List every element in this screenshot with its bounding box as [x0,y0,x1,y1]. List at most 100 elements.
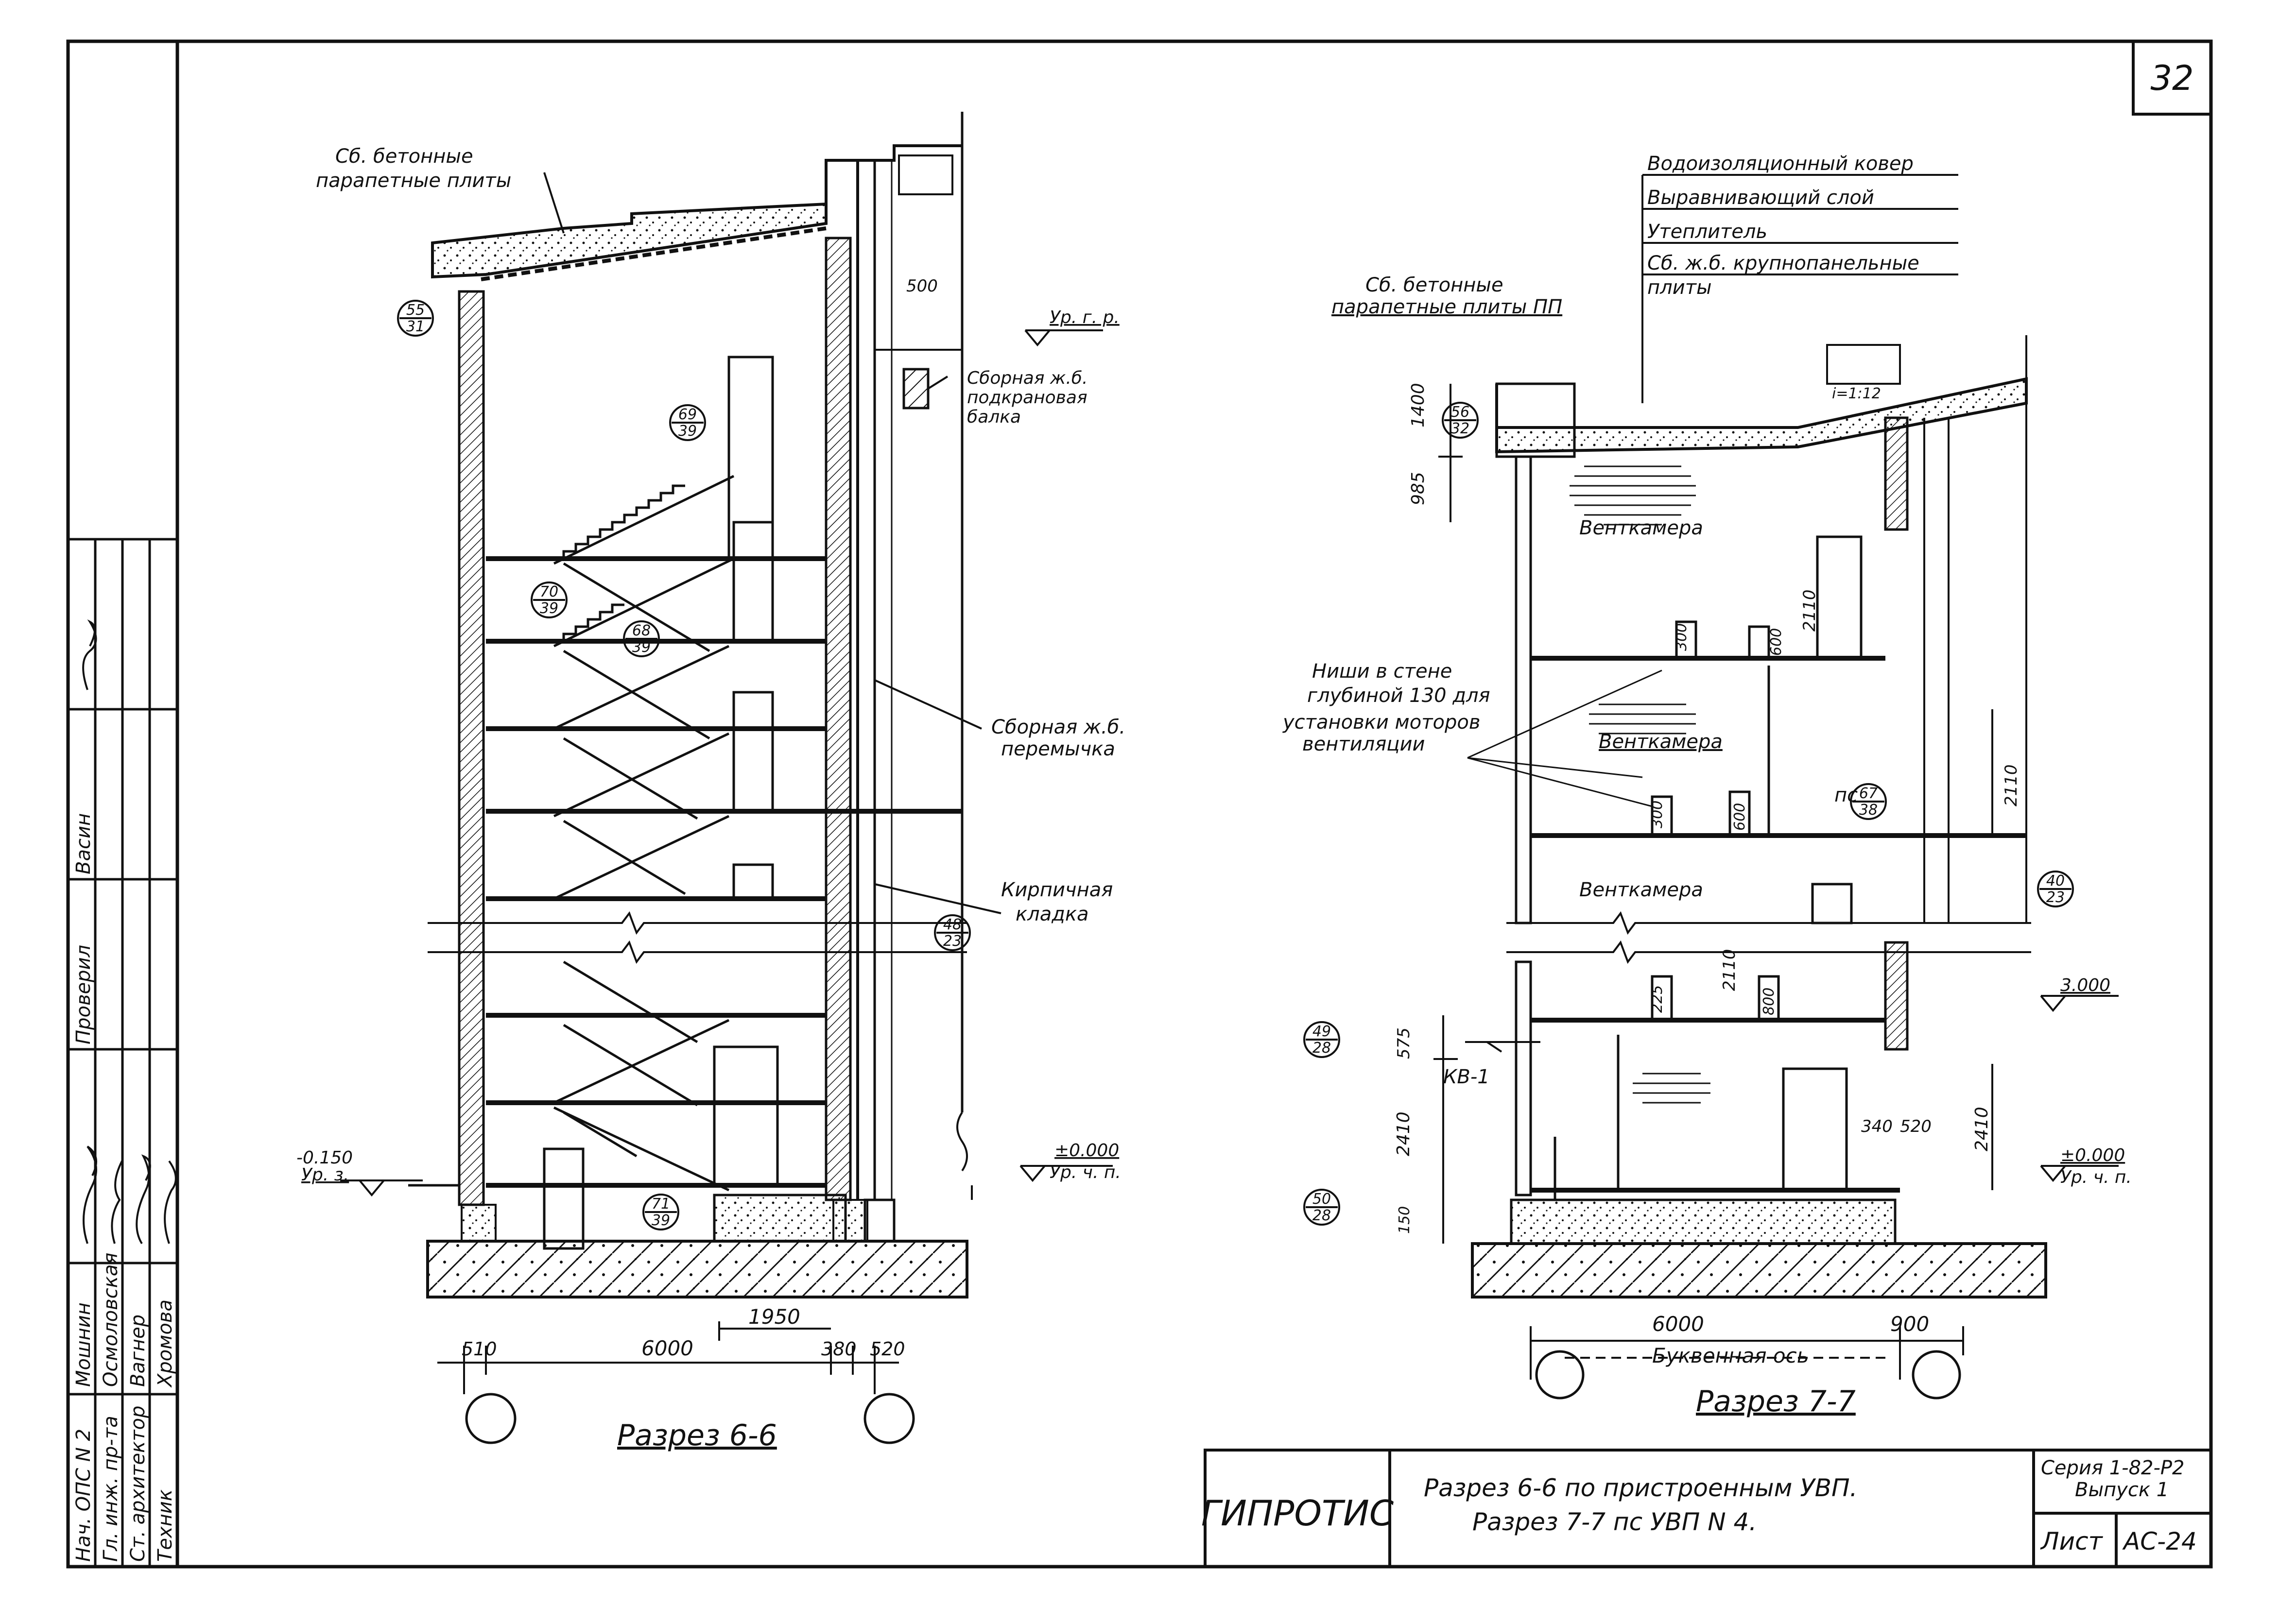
stamp-checked-name: Васин [72,813,95,874]
axis-bubble-right-1 [1535,1350,1585,1400]
title-block [1204,1449,2212,1568]
stamp-role-1: Нач. ОПС N 2 [72,1429,95,1562]
ref-48-bottom: 23 [943,933,962,950]
foundation-7-7 [1471,1242,2047,1298]
sheet-title-line-2: Разрез 7-7 пс УВП N 4. [1472,1508,1757,1536]
dim-500-6-6: 500 [906,276,938,296]
right-wall-6-6 [825,237,852,1201]
label-level-3000: 3.000 [2060,975,2110,995]
roof-layer-5: плиты [1647,276,1712,299]
label-niche-2: глубиной 130 для [1307,684,1490,707]
ref-55-top: 55 [406,302,425,319]
right-wall-7-7 [1884,416,1909,531]
left-wall-6-6 [458,290,485,1206]
label-slope: i=1:12 [1832,385,1881,402]
signature-3 [136,1154,151,1245]
dim-6000-6-6: 6000 [641,1336,693,1360]
axis-bubble-right-2 [1912,1350,1961,1400]
stamp-checked-label: Проверил [72,945,95,1044]
ref-40-bottom: 23 [2046,889,2065,906]
label-crane-beam-2: подкрановая [967,388,1088,408]
ref-49-top: 49 [1312,1023,1331,1040]
label-lintel-1: Сборная ж.б. [991,716,1125,738]
sheet-frame [66,39,2213,1569]
label-level-zero-6-6: ±0.000 [1054,1141,1119,1161]
ref-bubbles-6-6 [397,300,971,1230]
axis-bubble-left-1 [465,1393,517,1444]
stamp-role-2: Гл. инж. пр-та [100,1416,122,1562]
ref-49-bottom: 28 [1312,1040,1331,1057]
foundation-6-6 [426,1240,968,1298]
label-niche-4: вентиляции [1302,733,1425,755]
stamp-name-3: Вагнер [127,1315,149,1387]
label-parapet-7-7-1: Сб. бетонные [1365,274,1503,296]
stamp-role-3: Ст. архитектор [127,1406,149,1562]
ref-68-bottom: 39 [632,639,651,656]
roof-layer-2: Выравнивающий слой [1647,187,1874,209]
signature-5 [82,619,97,690]
label-niche-3: установки моторов [1282,711,1480,734]
label-axis: Буквенная ось [1652,1344,1809,1367]
label-vent-1: Венткамера [1579,517,1703,539]
list-label: Лист [2040,1527,2104,1555]
stamp-name-1: Мошнин [72,1302,95,1387]
label-parapet-6-6-line2: парапетные плиты [316,170,511,192]
label-crane-beam-3: балка [967,407,1021,427]
ref-67-top: 67 [1859,785,1878,802]
dim-575: 575 [1394,1027,1414,1059]
section-7-7 [1433,174,2119,1400]
label-brick-2: кладка [1016,903,1089,925]
label-lintel-2: перемычка [1001,738,1115,760]
ref-bubbles-7-7 [1303,402,2074,1226]
dim-2110-c: 2110 [1720,949,1739,991]
ref-70-top: 70 [540,583,558,600]
label-ps: пс [1834,784,1858,806]
dim-600-a: 600 [1768,628,1785,656]
label-crane-beam-1: Сборная ж.б. [967,368,1088,388]
dim-2110-a: 2110 [1800,589,1819,632]
dim-1950: 1950 [748,1305,800,1329]
series-label: Серия 1-82-Р2 [2041,1457,2185,1479]
section-6-6 [340,112,1113,1444]
dim-520-6-6: 520 [870,1338,905,1360]
ref-68-top: 68 [632,622,651,639]
stamp-text: Нач. ОПС N 2 Гл. инж. пр-та Ст. архитект… [72,619,177,1562]
roof-layer-3: Утеплитель [1647,221,1767,243]
label-vent-2: Венткамера [1599,731,1723,753]
ref-55-bottom: 31 [406,318,425,335]
label-vent-3: Венткамера [1579,879,1703,901]
ref-40-top: 40 [2046,872,2065,889]
ref-70-bottom: 39 [540,600,558,617]
stamp-block [68,538,177,1567]
label-level-floor-6-6: Ур. ч. п. [1050,1162,1121,1182]
label-niche-1: Ниши в стене [1312,660,1452,683]
section-title-7-7: Разрез 7-7 [1696,1384,1856,1418]
label-level-rail: Ур. г. р. [1050,308,1120,327]
ref-48-top: 48 [943,916,962,933]
ref-50-bottom: 28 [1312,1207,1331,1224]
list-value: АС-24 [2122,1527,2197,1555]
label-brick-1: Кирпичная [1001,879,1113,901]
label-level-zero-7-7: ±0.000 [2060,1145,2125,1165]
dim-2110-b: 2110 [2002,764,2021,806]
label-kv-1: КВ-1 [1443,1066,1490,1088]
dim-225: 225 [1649,985,1666,1013]
dim-2410-b: 2410 [1972,1107,1992,1151]
stamp-name-2: Осмоловская [100,1253,122,1387]
issue-label: Выпуск 1 [2075,1479,2169,1501]
dim-300-b: 300 [1649,801,1666,828]
dim-600-b: 600 [1731,803,1748,831]
dim-800: 800 [1761,988,1778,1015]
dim-1400: 1400 [1408,383,1428,427]
signature-2 [111,1161,123,1244]
stamp-name-4: Хромова [154,1299,176,1388]
signature-4 [164,1160,177,1244]
roof-layer-4: Сб. ж.б. крупнопанельные [1647,252,1919,274]
ref-56-bottom: 32 [1451,420,1469,437]
signature-1 [83,1145,97,1244]
dim-380: 380 [821,1338,857,1360]
axis-bubble-left-2 [863,1393,915,1444]
page-number: 32 [2150,58,2193,98]
dim-340: 340 [1861,1117,1893,1136]
dim-6000-7-7: 6000 [1652,1312,1704,1336]
